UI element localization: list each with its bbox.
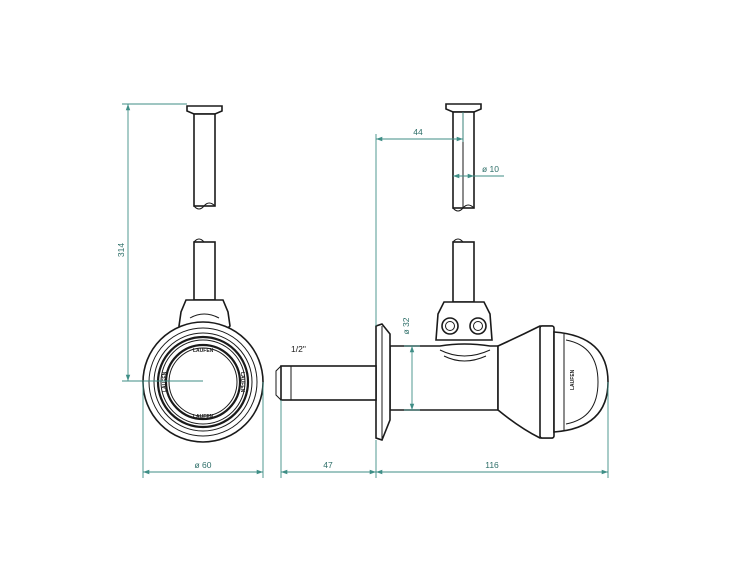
thread-size-label: 1/2"	[291, 344, 306, 354]
side-view-nut-left	[441, 317, 459, 335]
side-view-wall-flange	[375, 323, 391, 441]
front-view-pipe-upper	[193, 113, 216, 207]
side-view-logo: LAUFEN	[570, 369, 576, 390]
dimension-offset: 44	[375, 112, 464, 326]
front-view-top-cap	[186, 105, 223, 115]
dimension-side-length: 116	[376, 382, 609, 478]
front-view: LAUFEN LAUFEN LAUFEN LAUFEN	[142, 105, 264, 443]
body-diameter-label: ø 60	[194, 460, 211, 470]
front-view-logo-right: LAUFEN	[239, 372, 245, 393]
pipe-diameter-label: ø 10	[482, 164, 499, 174]
side-view-nut-right	[469, 317, 487, 335]
front-view-pipe-lower	[193, 241, 216, 301]
front-view-handle-face	[164, 343, 242, 421]
dimension-body-diameter: ø 60	[142, 382, 264, 478]
side-view-handle-dome	[553, 331, 609, 433]
overall-height-label: 314	[116, 243, 126, 257]
offset-label: 44	[413, 127, 423, 137]
side-view-pipe-lower	[452, 241, 475, 303]
side-length-label: 116	[485, 460, 499, 470]
front-view-rosette	[156, 335, 250, 429]
thread-length-label: 47	[323, 460, 333, 470]
dimension-outlet-diameter: ø 32	[401, 317, 420, 411]
dimension-thread-length: 47	[280, 400, 377, 478]
front-view-logo-bottom: LAUFEN	[193, 414, 214, 420]
front-view-logo-left: LAUFEN	[162, 371, 168, 392]
side-view-threaded-inlet	[280, 365, 377, 401]
side-view-top-cap	[445, 103, 482, 113]
side-view: LAUFEN	[275, 103, 609, 441]
side-view-valve-body	[389, 343, 499, 411]
dimension-overall-height: 314	[116, 103, 203, 382]
outlet-diameter-label: ø 32	[401, 317, 411, 334]
dimension-pipe-diameter: ø 10	[453, 164, 504, 179]
front-view-logo-top: LAUFEN	[193, 348, 214, 354]
